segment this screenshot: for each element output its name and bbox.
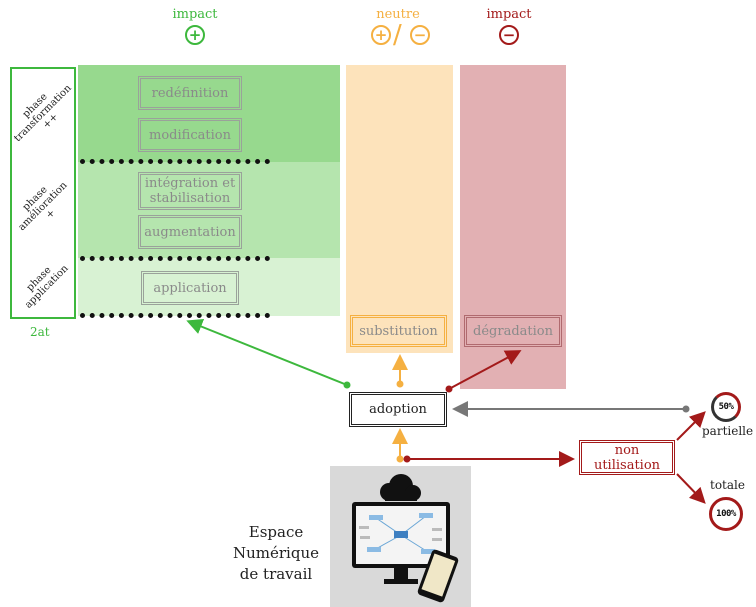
separator-dots [80, 313, 270, 318]
mindmap-screen [359, 513, 442, 554]
cloud-icon [380, 474, 421, 501]
ent-label: Espace Numérique de travail [233, 523, 319, 583]
phase-frame [10, 67, 76, 319]
level-modification: modification [138, 118, 242, 152]
minus-circle-icon: − [499, 25, 519, 45]
level-redefinition: redéfinition [138, 76, 242, 110]
arrow-to-adoption [392, 428, 408, 463]
degradation-column [460, 65, 566, 389]
arrow-to-non-utilisation [403, 451, 575, 467]
totale-label: totale [710, 478, 745, 492]
impact-positive-label: impact [172, 7, 218, 22]
gauge-50-icon: 50% [711, 392, 741, 422]
arrow-to-partial [676, 411, 706, 441]
minus-circle-icon: − [410, 25, 430, 45]
level-integration: intégration et stabilisation [138, 172, 242, 210]
arrow-to-substitution [392, 354, 408, 388]
band-transformation [78, 65, 340, 162]
adoption-node: adoption [349, 392, 447, 427]
degradation-box: dégradation [464, 315, 562, 347]
neutral-column [346, 65, 453, 353]
plus-circle-icon: + [371, 25, 391, 45]
band-amelioration [78, 162, 340, 258]
plus-circle-icon: + [185, 25, 205, 45]
neutre-label: neutre [376, 7, 420, 22]
gauge-100-icon: 100% [709, 497, 743, 531]
separator-dots [80, 256, 270, 261]
partielle-label: partielle [702, 424, 754, 438]
impact-negative-label: impact [486, 7, 532, 22]
level-application: application [141, 271, 239, 305]
substitution-box: substitution [350, 315, 447, 347]
slash-divider: / [393, 20, 402, 50]
arrow-to-total [676, 473, 706, 504]
phase-frame-bottom-label: 2at [30, 325, 50, 339]
arrow-to-degradation [445, 350, 522, 393]
ent-illustration [330, 466, 471, 607]
arrow-partielle-to-adoption [452, 401, 690, 417]
arrow-to-application [186, 319, 351, 389]
non-utilisation-node: non utilisation [579, 440, 675, 475]
separator-dots [80, 159, 270, 164]
level-augmentation: augmentation [138, 215, 242, 249]
band-application [78, 258, 340, 316]
monitor-icon [352, 502, 450, 586]
